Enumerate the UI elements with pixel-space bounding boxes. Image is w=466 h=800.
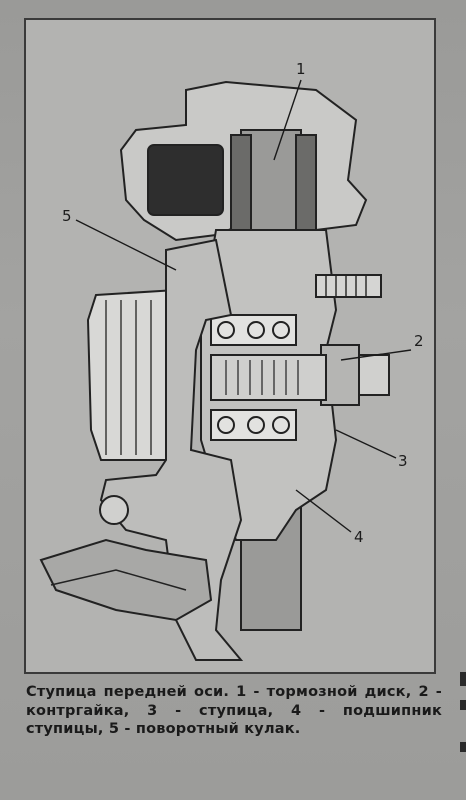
leader-3 — [335, 429, 397, 459]
steering-knuckle — [99, 238, 244, 661]
page-edge-mark — [460, 700, 466, 710]
leader-1 — [273, 79, 302, 161]
callout-5: 5 — [62, 207, 72, 225]
callout-2: 2 — [414, 332, 424, 350]
callout-4: 4 — [354, 528, 364, 546]
leader-2 — [340, 349, 412, 361]
lower-arm — [39, 538, 213, 622]
callout-1: 1 — [296, 60, 306, 78]
figure-caption: Ступица передней оси. 1 - тормозной диск… — [26, 684, 442, 737]
wheel-stud — [315, 274, 382, 298]
page-edge-mark — [460, 742, 466, 752]
caliper-piston — [147, 144, 224, 216]
drive-shaft — [210, 354, 327, 401]
lock-nut — [320, 344, 360, 406]
ball-joint — [99, 495, 129, 525]
hub-drawing — [39, 79, 412, 661]
hub-bearing-inner — [210, 409, 297, 441]
figure-frame: 1 2 3 4 5 — [24, 18, 436, 674]
page-edge-mark — [460, 672, 466, 686]
leader-4 — [295, 489, 352, 533]
hub-bearing-outer — [210, 314, 297, 346]
leader-5 — [75, 219, 177, 271]
callout-3: 3 — [398, 452, 408, 470]
